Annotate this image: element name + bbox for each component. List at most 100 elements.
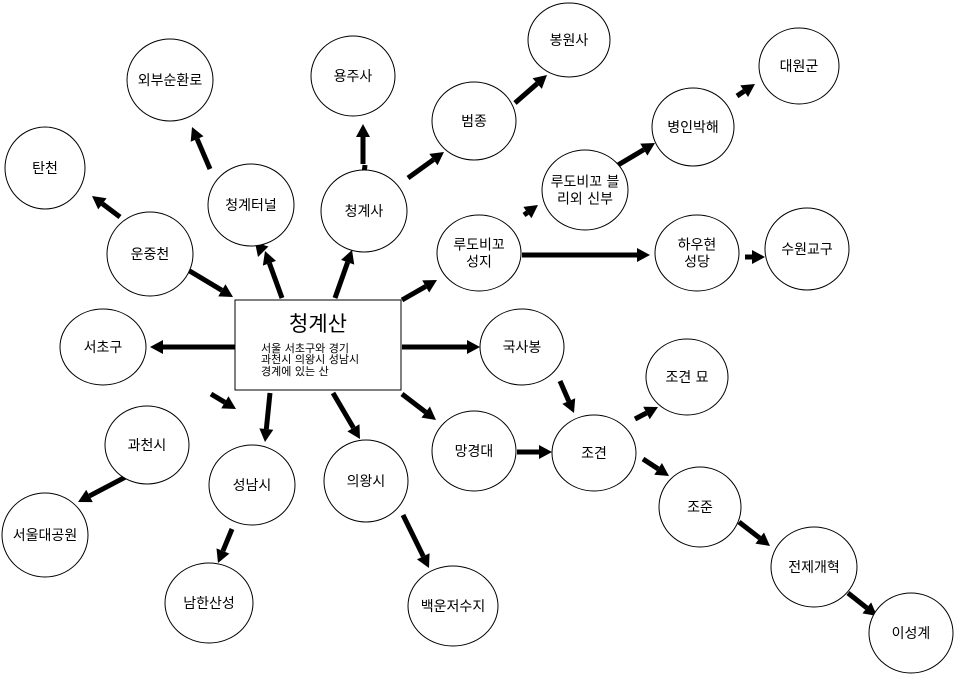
arrow-head xyxy=(862,602,877,616)
arrow-19 xyxy=(209,391,236,409)
node-cheonggyetunnel-label: 청계터널 xyxy=(225,198,277,214)
arrow-28 xyxy=(216,528,235,563)
arrow-3 xyxy=(735,84,755,99)
arrow-line xyxy=(194,137,213,170)
arrow-head xyxy=(190,127,204,142)
arrow-head xyxy=(255,242,269,257)
node-baegun-shape xyxy=(407,565,499,647)
center-desc-line-3: 경계에 있는 산 xyxy=(261,365,329,378)
arrow-line xyxy=(263,392,273,430)
arrow-18 xyxy=(557,379,576,413)
arrow-17 xyxy=(402,340,480,354)
node-rudobikko_buri-label: 루도비꼬 블 xyxy=(551,175,620,191)
arrow-27 xyxy=(737,520,770,546)
arrow-head xyxy=(150,340,163,354)
node-jojun: 조준 xyxy=(658,466,742,548)
arrow-head xyxy=(416,553,430,568)
node-namhansanseong: 남한산성 xyxy=(164,562,254,644)
node-tancheon-shape xyxy=(4,126,86,210)
node-jogyeon_myo-label: 조견 묘 xyxy=(665,370,708,386)
node-seongnam-shape xyxy=(208,444,296,526)
node-seoulpark: 서울대공원 xyxy=(1,492,89,578)
arrow-line xyxy=(186,267,224,293)
arrow-30 xyxy=(846,591,877,616)
arrow-head xyxy=(259,428,274,442)
node-beomjong-label: 범종 xyxy=(461,114,487,130)
arrow-head xyxy=(262,251,277,266)
arrow-line xyxy=(735,89,746,99)
center-desc-line-1: 서울 서초구와 경기 xyxy=(261,342,349,355)
arrow-head xyxy=(467,340,480,354)
arrow-head xyxy=(654,463,669,476)
node-unjungcheon-shape xyxy=(106,211,194,297)
node-byeonginbakhae: 병인박해 xyxy=(651,87,735,167)
node-manggyeongdae-label: 망경대 xyxy=(455,444,494,460)
arrow-11 xyxy=(332,250,355,299)
arrow-9 xyxy=(186,267,233,297)
arrow-line xyxy=(633,410,648,422)
center-desc-line-2: 과천시 의왕시 성남시 xyxy=(261,352,359,366)
node-cheonggyetunnel: 청계터널 xyxy=(207,163,295,247)
node-yongjusa: 용주사 xyxy=(310,35,396,117)
node-beomjong: 범종 xyxy=(431,81,517,161)
arrow-12 xyxy=(522,205,538,219)
arrow-line xyxy=(522,210,529,218)
node-guksabong: 국사봉 xyxy=(479,308,565,386)
node-jogyeon_myo-shape xyxy=(645,338,729,416)
arrow-head xyxy=(347,424,360,439)
node-oebusunhwanro-shape xyxy=(126,38,214,122)
node-iseonggye-label: 이성계 xyxy=(892,626,931,642)
node-uiwang: 의왕시 xyxy=(323,439,409,523)
node-seongnam: 성남시 xyxy=(208,444,296,526)
node-daewongun-label: 대원군 xyxy=(780,59,819,75)
arrow-13 xyxy=(400,280,437,303)
arrow-head xyxy=(755,532,770,546)
node-suwongyogu-label: 수원교구 xyxy=(781,242,833,258)
arrow-14 xyxy=(522,248,650,262)
node-seocho: 서초구 xyxy=(59,308,147,386)
arrow-head xyxy=(218,284,233,297)
arrow-head xyxy=(532,75,547,89)
node-beomjong-shape xyxy=(431,81,517,161)
node-jeonjegaehyeok: 전제개혁 xyxy=(770,526,858,608)
node-daewongun-shape xyxy=(758,27,840,105)
node-hauhyeon-label: 성당 xyxy=(684,255,710,271)
arrow-line xyxy=(641,456,660,471)
node-uiwang-shape xyxy=(323,439,409,523)
arrow-line xyxy=(100,201,122,220)
node-byeonginbakhae-shape xyxy=(651,87,735,167)
arrow-22 xyxy=(259,392,274,442)
node-namhansanseong-shape xyxy=(164,562,254,644)
arrow-line xyxy=(330,391,356,430)
node-bongwonsa-label: 봉원사 xyxy=(550,33,589,49)
arrow-line xyxy=(513,81,539,105)
node-jogyeon_myo: 조견 묘 xyxy=(645,338,729,416)
node-oebusunhwanro: 외부순환로 xyxy=(126,38,214,122)
arrow-15 xyxy=(745,250,765,264)
arrow-head xyxy=(341,250,355,265)
arrow-16 xyxy=(150,340,235,354)
node-baegun: 백운저수지 xyxy=(407,565,499,647)
node-suwongyogu: 수원교구 xyxy=(764,207,850,291)
node-oebusunhwanro-label: 외부순환로 xyxy=(138,73,203,89)
arrow-21 xyxy=(633,406,658,422)
arrow-head xyxy=(92,196,107,210)
node-gwacheon-shape xyxy=(104,405,190,485)
node-rudobikko_seongji-label: 루도비꼬 xyxy=(453,238,505,254)
arrow-head xyxy=(216,548,230,563)
arrow-head xyxy=(356,124,370,137)
arrow-0 xyxy=(190,127,213,170)
node-jeonjegaehyeok-label: 전제개혁 xyxy=(788,560,840,576)
node-yongjusa-shape xyxy=(310,35,396,117)
arrow-25 xyxy=(641,456,669,476)
node-manggyeongdae-shape xyxy=(431,410,517,492)
arrow-4 xyxy=(92,196,122,220)
node-unjungcheon-label: 운중천 xyxy=(131,247,170,263)
arrow-head xyxy=(640,143,655,156)
arrow-head xyxy=(421,406,436,420)
arrow-1 xyxy=(356,124,370,164)
